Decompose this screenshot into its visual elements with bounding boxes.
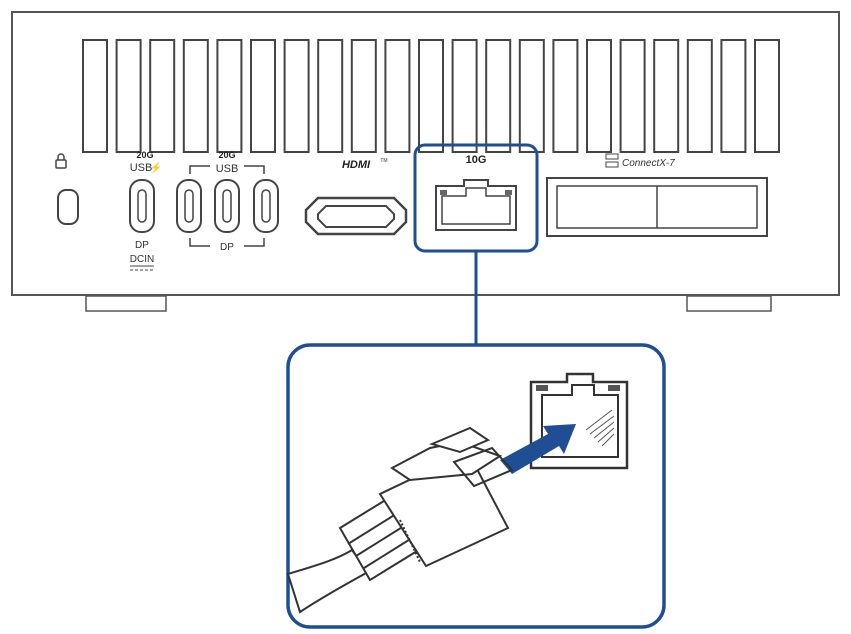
- vent-slot: [653, 39, 680, 153]
- usb-c-port-left: [129, 179, 155, 233]
- vent-slot: [350, 39, 377, 153]
- kensington-lock-icon: [55, 153, 67, 169]
- vent-slot: [149, 39, 176, 153]
- usb-c-port-group: [176, 179, 279, 233]
- hdmi-port: [304, 196, 408, 236]
- connectx-label: ConnectX-7: [622, 158, 675, 169]
- vent-slot: [552, 39, 579, 153]
- hdmi-tm: TM: [380, 158, 387, 164]
- vent-slot: [250, 39, 276, 153]
- vent-slot: [586, 39, 612, 153]
- network-icon: [605, 153, 619, 168]
- vent-slot: [720, 39, 747, 153]
- usb-group-type: USB: [216, 163, 239, 175]
- vent-slot: [182, 39, 209, 153]
- vent-slot: [619, 39, 646, 153]
- vent-slot: [115, 39, 142, 153]
- lock-slot: [57, 189, 79, 225]
- usb-left-dp-label: DP: [135, 240, 149, 251]
- usb-left-dcin-label: DCIN: [130, 254, 154, 265]
- vent-slot: [317, 39, 344, 153]
- insert-arrow: [500, 424, 576, 474]
- lightning-icon: ⚡: [150, 161, 162, 174]
- vent-slot: [82, 39, 108, 153]
- vent-slot: [283, 39, 310, 153]
- vent-slot: [418, 39, 444, 153]
- vent-slot: [216, 39, 243, 153]
- vent-slot: [451, 39, 478, 153]
- vent-slot: [686, 39, 713, 153]
- rj45-port: [435, 179, 517, 231]
- vent-slot: [518, 39, 545, 153]
- ventilation-grille: [82, 39, 780, 153]
- vent-slot: [384, 39, 411, 153]
- usb-group-speed: 20G: [218, 150, 235, 160]
- vent-slot: [485, 39, 512, 153]
- usb-group-dp-label: DP: [220, 242, 234, 253]
- vent-slot: [754, 39, 780, 153]
- hdmi-label: HDMI: [342, 159, 371, 171]
- rj45-cable-plug: [286, 426, 514, 614]
- usb-left-speed: 20G: [136, 150, 153, 160]
- ethernet-speed-label: 10G: [466, 154, 487, 166]
- usb-left-type: USB: [130, 162, 153, 174]
